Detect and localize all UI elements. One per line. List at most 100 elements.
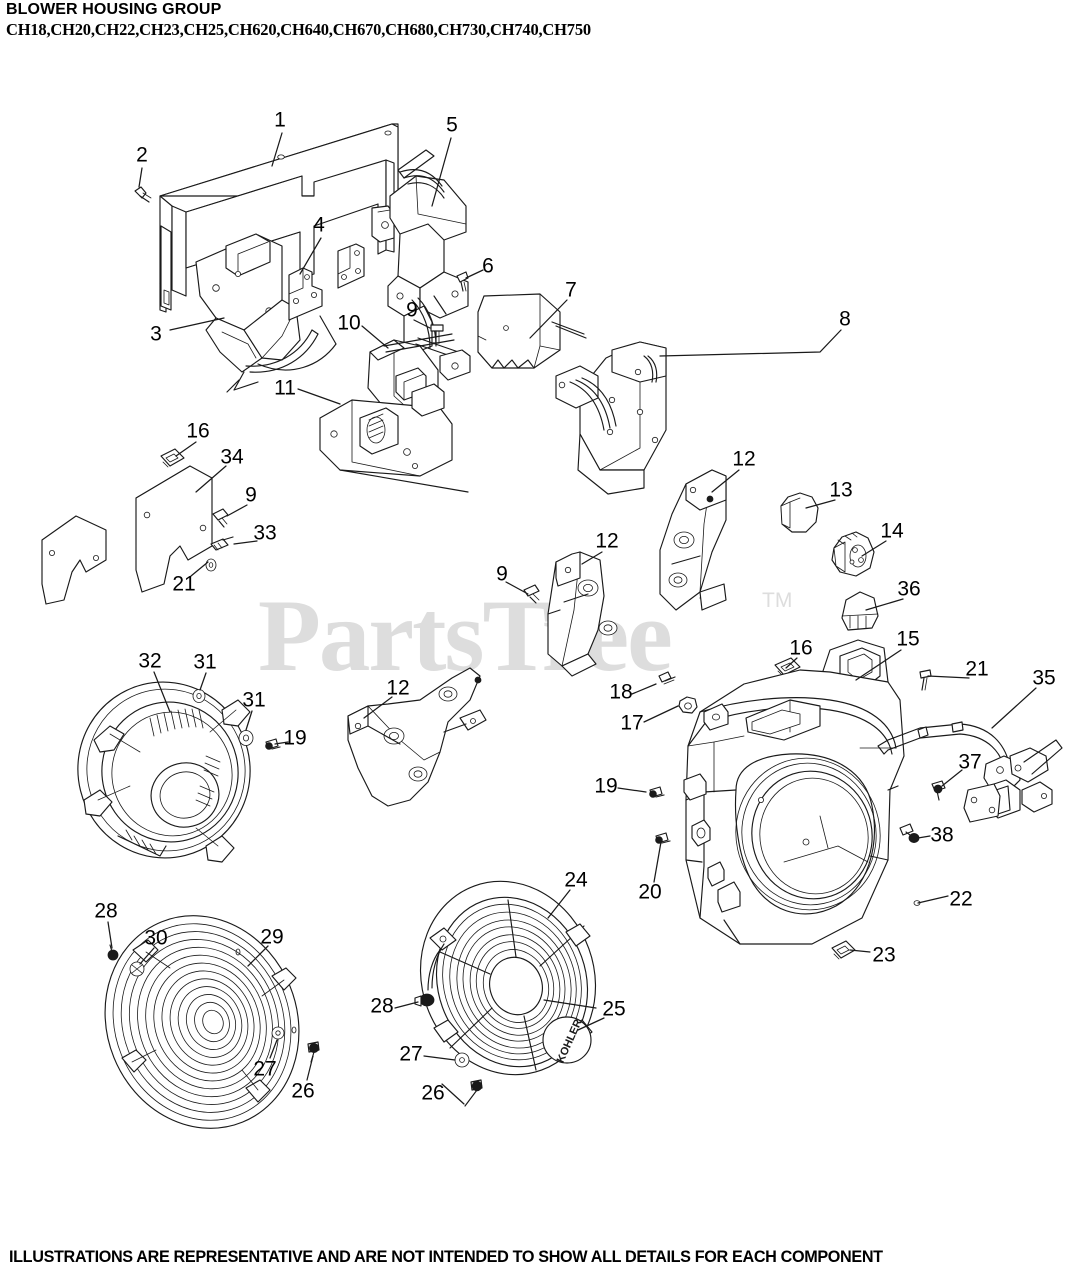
callout-11: 11: [274, 376, 296, 400]
callout-25: 25: [602, 997, 626, 1021]
callout-37: 37: [958, 750, 982, 774]
callout-12-c: 12: [386, 676, 410, 700]
diagram-header: BLOWER HOUSING GROUP CH18,CH20,CH22,CH23…: [6, 0, 591, 39]
callout-26-b: 26: [421, 1081, 445, 1105]
part-20-screw: [655, 832, 671, 844]
callout-31-a: 31: [193, 650, 217, 674]
callout-14: 14: [880, 519, 904, 543]
part-12-cover-lower-left: [347, 667, 487, 807]
part-19-screw-left: [265, 738, 281, 750]
page-title: BLOWER HOUSING GROUP: [6, 1, 222, 18]
part-26-screw-left: [307, 1041, 320, 1063]
callout-21-a: 21: [172, 572, 196, 596]
callout-3: 3: [150, 322, 162, 346]
callout-15: 15: [896, 627, 920, 651]
part-9-bolt-upper: [430, 324, 444, 344]
part-26-screw-right: [464, 1079, 483, 1107]
callout-27-a: 27: [253, 1057, 277, 1081]
callout-19-a: 19: [283, 726, 307, 750]
callout-1: 1: [274, 108, 286, 132]
part-28-rivet-left: [107, 944, 119, 961]
part-14-bushing: [831, 531, 875, 577]
callout-32: 32: [138, 649, 162, 673]
part-19-screw-right: [649, 786, 665, 798]
callout-6: 6: [482, 254, 494, 278]
callout-34: 34: [220, 445, 244, 469]
callout-28-b: 28: [370, 994, 394, 1018]
part-5-bracket-assembly: [387, 149, 469, 355]
part-35-control-cable: [877, 721, 1063, 823]
callout-16-a: 16: [186, 419, 210, 443]
callout-8: 8: [839, 307, 851, 331]
callout-38: 38: [930, 823, 954, 847]
part-2-screw: [134, 186, 152, 203]
part-4-mounting-brackets: [288, 243, 365, 321]
callout-7: 7: [565, 278, 577, 302]
callout-17: 17: [620, 711, 644, 735]
callout-31-b: 31: [242, 688, 266, 712]
part-7-heat-shield: [477, 293, 587, 369]
callout-12-b: 12: [595, 529, 619, 553]
part-6-screw: [456, 271, 469, 292]
callout-20: 20: [638, 880, 662, 904]
part-34-shield-mirror: [41, 515, 107, 605]
part-32-recoil-starter: [77, 681, 251, 863]
part-31-washer-b: [238, 730, 254, 746]
callout-10: 10: [337, 311, 361, 335]
part-12-cover-upper-right: [659, 469, 727, 611]
part-24-fan: [419, 880, 597, 1076]
part-10-11-bracket-assembly: [319, 333, 471, 493]
callout-19-b: 19: [594, 774, 618, 798]
part-15-blower-housing: [683, 639, 905, 945]
callout-24: 24: [564, 868, 588, 892]
model-list: CH18,CH20,CH22,CH23,CH25,CH620,CH640,CH6…: [6, 20, 591, 39]
callout-2: 2: [136, 143, 148, 167]
part-25-kohler-badge: KOHLER: [542, 1016, 592, 1065]
part-33-clip: [210, 536, 234, 551]
part-37-screw: [931, 780, 946, 801]
part-16-clip-left: [160, 448, 185, 468]
callout-leader-lines: [107, 132, 1037, 1105]
watermark-tm-icon: TM: [762, 589, 793, 612]
callout-22: 22: [949, 887, 973, 911]
callout-30: 30: [144, 926, 168, 950]
callout-29: 29: [260, 925, 284, 949]
part-3-bracket-assembly: [195, 233, 337, 393]
callout-27-b: 27: [399, 1042, 423, 1066]
callout-28-a: 28: [94, 899, 118, 923]
callout-33: 33: [253, 521, 277, 545]
callout-9-a: 9: [406, 298, 418, 322]
part-30-washer: [129, 961, 145, 977]
part-12-cover-mid: [547, 551, 618, 677]
footer-disclaimer: ILLUSTRATIONS ARE REPRESENTATIVE AND ARE…: [9, 1248, 883, 1266]
callout-36: 36: [897, 577, 921, 601]
part-9-bolt-left: [212, 508, 229, 528]
callout-13: 13: [829, 478, 853, 502]
callout-12-a: 12: [732, 447, 756, 471]
part-38-screw: [899, 823, 920, 844]
callout-23: 23: [872, 943, 896, 967]
part-9-bolt-mid: [523, 584, 540, 604]
part-27-washer-left: [271, 1026, 285, 1040]
callout-9-c: 9: [496, 562, 508, 586]
callout-26-a: 26: [291, 1079, 315, 1103]
callout-21-b: 21: [965, 657, 989, 681]
part-31-washer-a: [192, 689, 206, 703]
callout-16-b: 16: [789, 636, 813, 660]
callout-18: 18: [609, 680, 633, 704]
part-34-shield: [135, 465, 213, 593]
part-13-grommet: [780, 492, 819, 533]
part-29-30-fan-screen: [104, 915, 300, 1129]
part-18-screw: [658, 671, 676, 685]
callout-9-b: 9: [245, 483, 257, 507]
part-21-washer-left: [205, 558, 217, 572]
callout-4: 4: [313, 213, 325, 237]
callout-35: 35: [1032, 666, 1056, 690]
part-17-nut: [678, 696, 698, 714]
part-28-rivet-right: [414, 993, 435, 1007]
part-36-cap: [841, 591, 879, 631]
part-21-screw-right: [919, 669, 932, 691]
callout-5: 5: [446, 113, 458, 137]
